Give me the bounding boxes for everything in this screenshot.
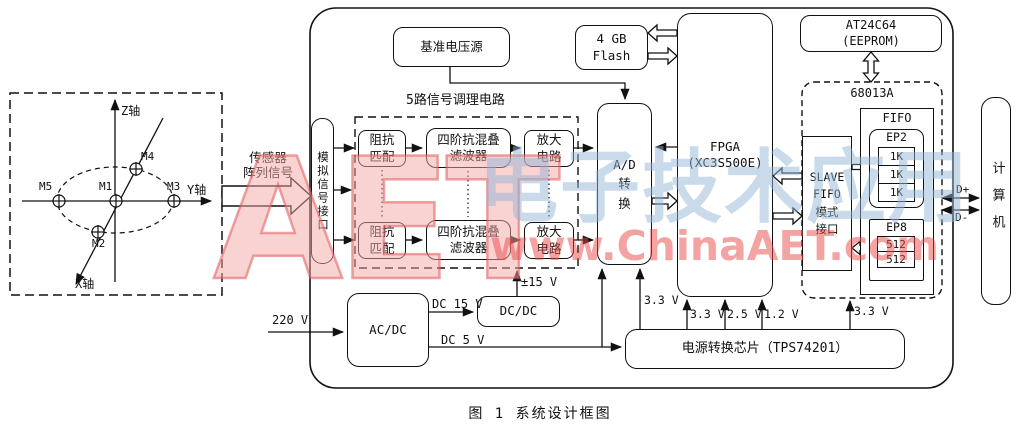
figure-caption: 图 1 系统设计框图	[468, 406, 612, 422]
conditioning-title: 5路信号调理电路	[406, 93, 505, 108]
dc15-label: DC 15 V	[432, 297, 483, 311]
dc5-label: DC 5 V	[441, 333, 485, 347]
ep2-label: EP2	[886, 130, 907, 144]
pm15-label: ±15 V	[521, 275, 558, 289]
channel-dotted-lines	[381, 170, 550, 218]
amplifier-block-2: 放大 电路	[524, 222, 574, 259]
sensor-m5-label: M5	[39, 180, 53, 193]
fifo-label: FIFO	[882, 111, 912, 125]
fpga-block: FPGA (XC3S500E)	[677, 13, 773, 297]
usb-dplus-label: D+	[956, 183, 970, 196]
ep2-cell: 1K	[878, 164, 915, 184]
ep8-cell: 512	[877, 251, 915, 268]
usb-chip-label: 68013A	[850, 86, 894, 100]
ep2-buffer-cells: 1K 1K 1K	[878, 147, 915, 202]
dcdc-block: DC/DC	[477, 296, 560, 327]
sensor-m3-label: M3	[167, 180, 181, 193]
analog-interface-block: 模拟信号接口	[311, 118, 334, 264]
sensor-m2-label: M2	[92, 237, 106, 250]
ep8-cell: 512	[877, 236, 915, 253]
power-regulator-block: 电源转换芯片（TPS74201）	[625, 329, 905, 369]
adc-block: A/D 转 换	[597, 103, 652, 265]
flash-block: 4 GB Flash	[575, 25, 648, 70]
adc-33v-label: 3.3 V	[644, 293, 679, 307]
acdc-block: AC/DC	[347, 293, 429, 367]
eeprom-block: AT24C64 (EEPROM)	[800, 15, 942, 52]
conditioning-frame	[354, 116, 579, 269]
connectors	[268, 67, 981, 352]
sensor-m1-label: M1	[99, 180, 113, 193]
usb-33v-label: 3.3 V	[854, 304, 889, 318]
usb-chip-frame	[801, 81, 943, 299]
ep8-label: EP8	[886, 220, 907, 234]
slave-fifo-interface-block: SLAVE FIFO 模式 接口	[802, 136, 852, 271]
fpga-33v-label: 3.3 V	[690, 307, 725, 321]
x-axis-label: X轴	[75, 277, 95, 291]
sensor-m4-label: M4	[141, 150, 155, 163]
impedance-match-block-1: 阻抗 匹配	[358, 130, 406, 167]
sensor-signal-arrow	[221, 176, 313, 216]
mains-voltage-label: 220 V	[272, 313, 309, 327]
usb-dminus-label: D-	[955, 211, 969, 224]
antialias-filter-block-1: 四阶抗混叠 滤波器	[426, 128, 511, 168]
ep2-cell: 1K	[878, 147, 915, 166]
impedance-match-block-2: 阻抗 匹配	[358, 222, 406, 259]
vref-block: 基准电压源	[393, 27, 510, 67]
ep2-cell: 1K	[878, 182, 915, 202]
fpga-12v-label: 1.2 V	[764, 307, 799, 321]
fpga-25v-label: 2.5 V	[727, 307, 762, 321]
sensor-signal-label: 传感器 阵列信号	[242, 150, 293, 180]
amplifier-block-1: 放大 电路	[524, 130, 574, 167]
ep8-buffer-cells: 512 512	[877, 236, 915, 268]
computer-block: 计算机	[981, 97, 1011, 305]
y-axis-label: Y轴	[187, 183, 207, 197]
sensor-points	[52, 162, 181, 239]
z-axis-label: Z轴	[121, 104, 141, 118]
antialias-filter-block-2: 四阶抗混叠 滤波器	[426, 220, 511, 260]
